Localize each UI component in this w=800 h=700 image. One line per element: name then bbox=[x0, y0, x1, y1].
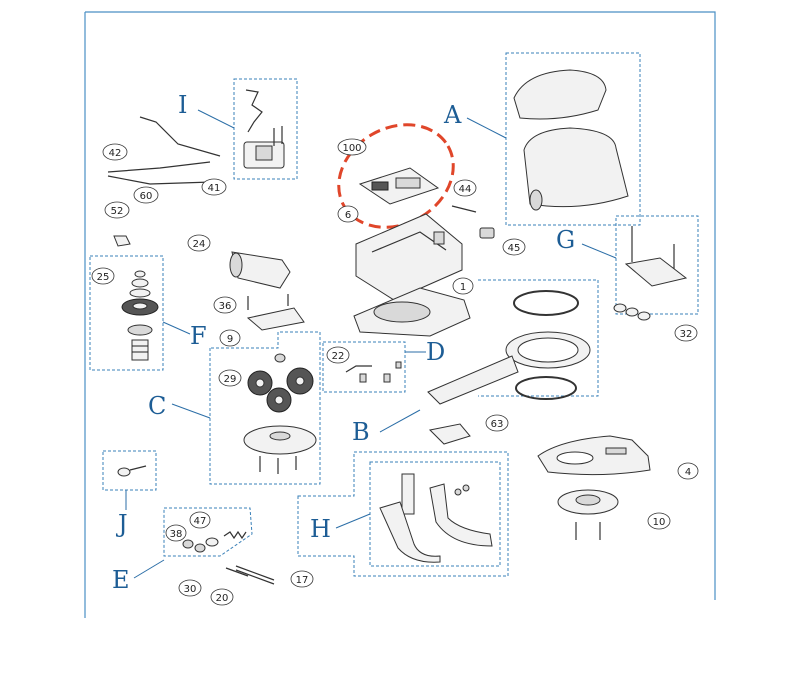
screws-36 bbox=[247, 294, 289, 310]
group-label-i: I bbox=[178, 91, 187, 119]
outer-frame bbox=[84, 11, 716, 618]
callout-30: 30 bbox=[178, 579, 202, 597]
callout-41: 41 bbox=[201, 178, 227, 196]
group-label-c: C bbox=[148, 392, 166, 420]
arm-part-b bbox=[427, 290, 591, 405]
svg-text:44: 44 bbox=[459, 184, 472, 195]
callout-22: 22 bbox=[326, 346, 350, 364]
group-label-a: A bbox=[443, 101, 462, 129]
callout-1: 1 bbox=[452, 277, 474, 295]
svg-text:42: 42 bbox=[109, 148, 122, 159]
callout-52: 52 bbox=[104, 201, 130, 219]
group-label-e: E bbox=[112, 566, 130, 594]
group-label-f: F bbox=[190, 322, 207, 350]
svg-text:10: 10 bbox=[653, 517, 666, 528]
knob-part-63 bbox=[428, 423, 471, 445]
callout-9: 9 bbox=[219, 329, 241, 347]
transformer-part bbox=[243, 89, 285, 169]
svg-text:100: 100 bbox=[342, 143, 361, 154]
group-label-d: D bbox=[426, 338, 445, 366]
plug-part-45 bbox=[479, 227, 495, 239]
gear-stack-f bbox=[121, 270, 159, 361]
plate-part-9 bbox=[246, 307, 305, 331]
cover-part-a bbox=[513, 69, 629, 211]
svg-text:36: 36 bbox=[219, 301, 232, 312]
lever-parts-d bbox=[345, 361, 402, 383]
group-label-j: J bbox=[115, 510, 128, 538]
callout-42: 42 bbox=[102, 143, 128, 161]
group-b-box bbox=[478, 279, 599, 397]
control-board-100 bbox=[358, 167, 440, 205]
svg-text:9: 9 bbox=[227, 334, 233, 345]
spring-parts-e bbox=[182, 530, 247, 553]
svg-text:47: 47 bbox=[194, 516, 207, 527]
callout-100: 100 bbox=[337, 138, 367, 156]
scale-plate-4 bbox=[537, 435, 651, 476]
group-c-box bbox=[209, 331, 321, 485]
svg-text:4: 4 bbox=[685, 467, 691, 478]
callout-20: 20 bbox=[210, 588, 234, 606]
callout-17: 17 bbox=[290, 570, 314, 588]
callout-32: 32 bbox=[674, 324, 698, 342]
base-part-1 bbox=[353, 287, 471, 337]
group-e-box bbox=[163, 507, 253, 557]
svg-text:6: 6 bbox=[345, 210, 351, 221]
pin-part-44 bbox=[451, 205, 477, 213]
group-label-h: H bbox=[310, 515, 331, 543]
group-label-g: G bbox=[556, 226, 575, 254]
washers-32 bbox=[613, 303, 651, 321]
callout-24: 24 bbox=[187, 234, 211, 252]
callout-47: 47 bbox=[189, 511, 211, 529]
hinge-parts-h bbox=[379, 473, 493, 563]
key-part-j bbox=[117, 465, 147, 477]
svg-text:20: 20 bbox=[216, 593, 229, 604]
svg-text:63: 63 bbox=[491, 419, 504, 430]
callout-29: 29 bbox=[218, 369, 242, 387]
callout-44: 44 bbox=[453, 179, 477, 197]
svg-text:52: 52 bbox=[111, 206, 124, 217]
callout-60: 60 bbox=[133, 186, 159, 204]
group-h-box bbox=[297, 451, 509, 577]
svg-text:30: 30 bbox=[184, 584, 197, 595]
svg-text:41: 41 bbox=[208, 183, 221, 194]
group-d-box bbox=[322, 341, 406, 393]
group-label-b: B bbox=[352, 418, 370, 446]
group-g-box bbox=[615, 215, 699, 315]
pin-parts-30-20-17 bbox=[225, 565, 275, 585]
callout-36: 36 bbox=[213, 296, 237, 314]
group-f-box bbox=[89, 255, 164, 371]
group-i-box bbox=[233, 78, 298, 180]
callout-4: 4 bbox=[677, 462, 699, 480]
svg-text:38: 38 bbox=[170, 529, 183, 540]
svg-text:22: 22 bbox=[332, 351, 345, 362]
callout-38: 38 bbox=[165, 524, 187, 542]
callout-63: 63 bbox=[485, 414, 509, 432]
group-j-box bbox=[102, 450, 157, 491]
svg-text:45: 45 bbox=[508, 243, 521, 254]
callout-25: 25 bbox=[91, 267, 115, 285]
callout-6: 6 bbox=[337, 205, 359, 223]
svg-text:1: 1 bbox=[460, 282, 466, 293]
svg-text:17: 17 bbox=[296, 575, 309, 586]
wire-parts bbox=[107, 116, 221, 185]
clip-part-52 bbox=[113, 235, 131, 247]
housing-part-6 bbox=[355, 213, 463, 301]
motor-part-24 bbox=[229, 251, 291, 289]
group-a-box bbox=[505, 52, 641, 226]
gear-train-c bbox=[243, 353, 317, 474]
svg-text:60: 60 bbox=[140, 191, 153, 202]
highlight-ellipse bbox=[337, 123, 455, 229]
svg-text:25: 25 bbox=[97, 272, 110, 283]
callout-10: 10 bbox=[647, 512, 671, 530]
callout-45: 45 bbox=[502, 238, 526, 256]
svg-text:32: 32 bbox=[680, 329, 693, 340]
svg-text:29: 29 bbox=[224, 374, 237, 385]
svg-text:24: 24 bbox=[193, 239, 206, 250]
bracket-part-g bbox=[624, 226, 688, 287]
disc-part-10 bbox=[557, 489, 619, 540]
